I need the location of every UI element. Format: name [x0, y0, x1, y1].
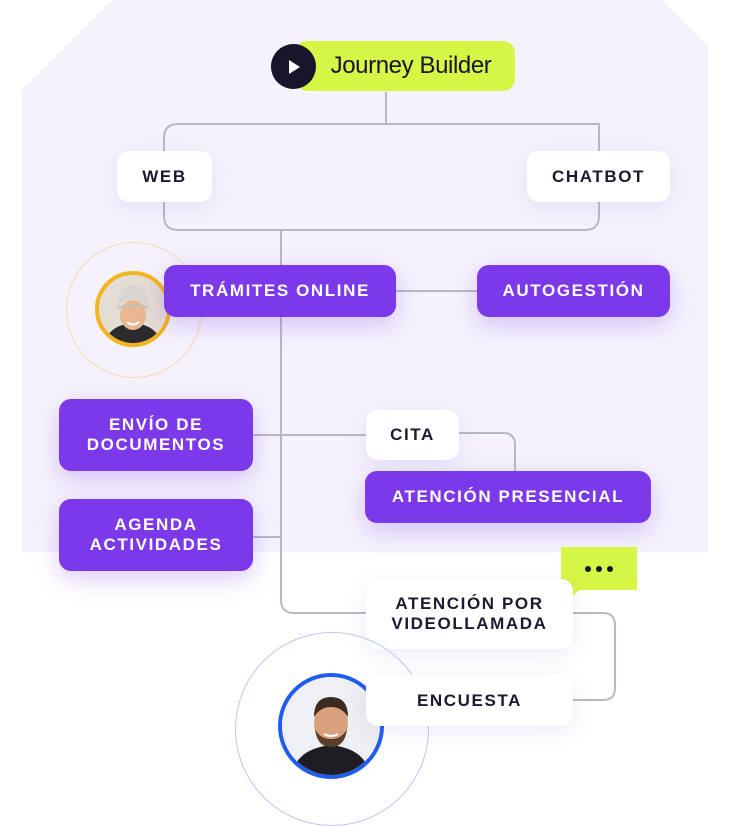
node-atencion-presencial[interactable]: ATENCIÓN PRESENCIAL	[365, 471, 651, 523]
title-text: Journey Builder	[330, 52, 492, 79]
channel-web-label: WEB	[142, 166, 187, 186]
avatar-woman	[95, 271, 171, 347]
node-agenda-actividades[interactable]: AGENDA ACTIVIDADES	[59, 499, 253, 571]
play-button[interactable]	[271, 44, 316, 89]
node-envio-label-line1: ENVÍO DE	[108, 415, 204, 434]
chat-bubble	[561, 547, 637, 590]
node-autogestion[interactable]: AUTOGESTIÓN	[477, 265, 670, 317]
channel-chatbot-label: CHATBOT	[551, 166, 646, 186]
channel-web[interactable]: WEB	[117, 151, 212, 202]
node-videollamada-label-line1: ATENCIÓN POR	[395, 594, 544, 613]
ellipsis-icon	[585, 565, 591, 572]
node-tramites-online[interactable]: TRÁMITES ONLINE	[164, 265, 396, 317]
node-tramites-online-label: TRÁMITES ONLINE	[190, 281, 370, 300]
play-icon	[288, 59, 300, 74]
node-agenda-label-line2: ACTIVIDADES	[89, 535, 223, 554]
connector-cita-presencial	[459, 432, 516, 471]
node-envio-documentos[interactable]: ENVÍO DE DOCUMENTOS	[59, 399, 253, 471]
node-cita[interactable]: CITA	[366, 410, 459, 460]
node-cita-label: CITA	[390, 425, 435, 444]
connector-videollamada-encuesta	[572, 612, 616, 701]
node-encuesta-label: ENCUESTA	[416, 690, 523, 710]
node-agenda-label-line1: AGENDA	[114, 515, 198, 534]
connector-title-to-channels	[163, 92, 600, 231]
journey-builder-title: Journey Builder	[295, 41, 515, 91]
avatar-man	[278, 673, 384, 779]
channel-chatbot[interactable]: CHATBOT	[527, 151, 670, 202]
node-encuesta[interactable]: ENCUESTA	[366, 675, 573, 726]
connector-trunk	[280, 230, 366, 614]
node-envio-label-line2: DOCUMENTOS	[86, 435, 226, 454]
node-atencion-videollamada[interactable]: ATENCIÓN POR VIDEOLLAMADA	[366, 579, 573, 649]
node-atencion-presencial-label: ATENCIÓN PRESENCIAL	[391, 487, 625, 506]
node-videollamada-label-line2: VIDEOLLAMADA	[391, 614, 548, 633]
node-autogestion-label: AUTOGESTIÓN	[502, 281, 645, 300]
